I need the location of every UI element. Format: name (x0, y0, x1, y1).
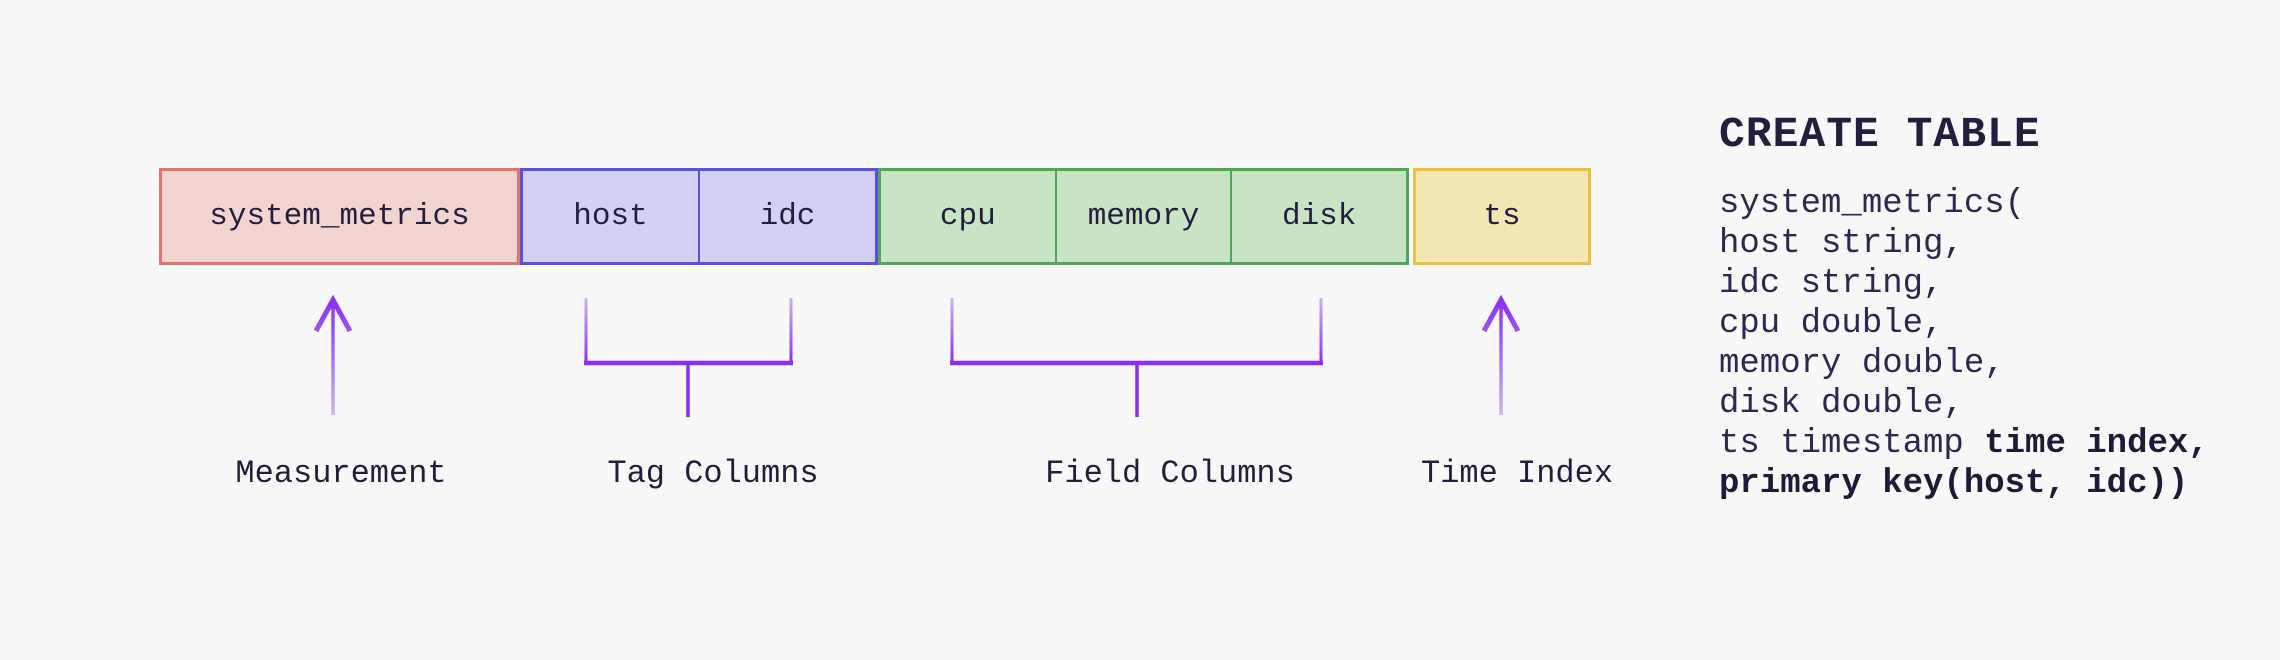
column-cell-cpu: cpu (939, 199, 996, 234)
sql-line: idc string, (1719, 264, 2279, 304)
sql-text-segment: memory double, (1719, 345, 2005, 383)
sql-keyword-segment: primary key(host, idc)) (1719, 465, 2189, 503)
sql-line: primary key(host, idc)) (1719, 464, 2279, 504)
column-cell-memory: memory (1054, 171, 1231, 262)
sql-keyword-segment: time index, (1984, 425, 2209, 463)
column-group-time: ts (1413, 168, 1591, 265)
column-cell-host: host (573, 199, 648, 234)
column-cell-system_metrics: system_metrics (209, 199, 470, 234)
sql-text-segment: ts timestamp (1719, 425, 1985, 463)
column-cell-ts: ts (1483, 199, 1521, 234)
column-cell-idc: idc (698, 171, 875, 262)
sql-panel: CREATE TABLE system_metrics(host string,… (1719, 110, 2279, 504)
annotation-label-field-columns: Field Columns (1045, 455, 1295, 492)
sql-text-segment: idc string, (1719, 265, 1944, 303)
sql-line: cpu double, (1719, 304, 2279, 344)
sql-text-segment: system_metrics( (1719, 185, 2026, 223)
time-index-arrow (1481, 294, 1521, 415)
column-group-tag: host idc (520, 168, 878, 265)
sql-text-segment: cpu double, (1719, 305, 1944, 343)
sql-line: ts timestamp time index, (1719, 424, 2279, 464)
sql-text-segment: disk double, (1719, 385, 1964, 423)
annotation-label-tag-columns: Tag Columns (607, 455, 819, 492)
sql-heading: CREATE TABLE (1719, 110, 2041, 159)
sql-line: disk double, (1719, 384, 2279, 424)
measurement-arrow (313, 294, 353, 415)
annotation-label-time-index: Time Index (1420, 455, 1614, 492)
annotation-label-measurement: Measurement (235, 455, 447, 492)
sql-line: system_metrics( (1719, 184, 2279, 224)
sql-line: memory double, (1719, 344, 2279, 384)
sql-code: system_metrics(host string,idc string,cp… (1719, 184, 2279, 504)
tag-columns-bracket (584, 298, 793, 417)
column-group-measurement: system_metrics (159, 168, 520, 265)
sql-line: host string, (1719, 224, 2279, 264)
sql-text-segment: host string, (1719, 225, 1964, 263)
column-cell-disk: disk (1230, 171, 1406, 262)
field-columns-bracket (950, 298, 1323, 417)
